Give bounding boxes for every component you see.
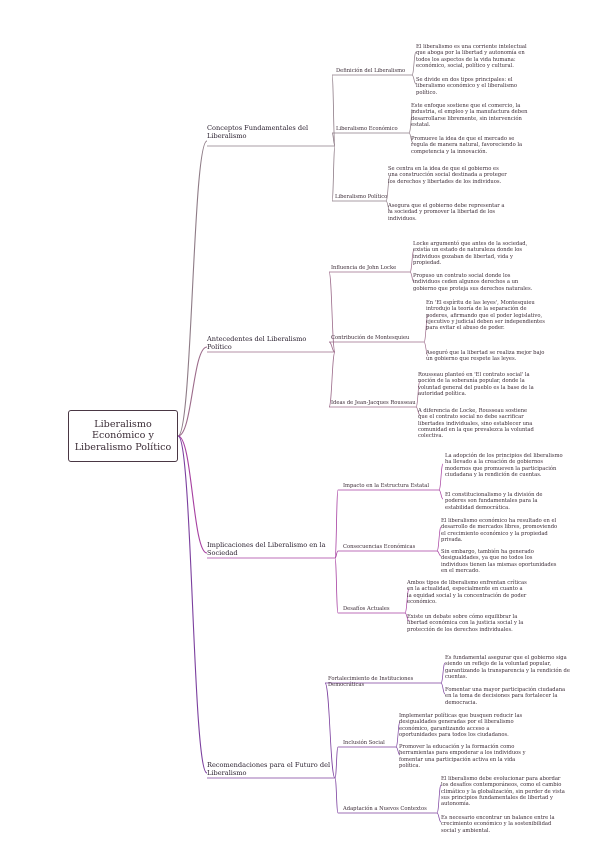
- branch-4-child-1-label[interactable]: Fortalecimiento de Instituciones Democrá…: [328, 676, 414, 689]
- branch-2-child-3-label[interactable]: Ideas de Jean-Jacques Rousseau: [331, 400, 416, 406]
- root-to-branch-3-line: [177, 435, 208, 554]
- branch-2-child-2-note-2: Aseguró que la libertad se realiza mejor…: [426, 350, 545, 363]
- branch-4-child-1-line: [324, 682, 336, 779]
- branch-2-child-3-note-1-line: [415, 380, 421, 408]
- branch-2-child-3-line: [328, 351, 336, 408]
- branch-3-title[interactable]: Implicaciones del Liberalismo en la Soci…: [207, 541, 326, 557]
- branch-3-child-2-note-2-line: [436, 550, 442, 557]
- branch-4-child-3-note-2-line: [436, 812, 442, 823]
- branch-4-child-3-label[interactable]: Adaptación a Nuevos Contextos: [343, 806, 427, 812]
- branch-3-child-3-label[interactable]: Desafíos Actuales: [343, 606, 390, 612]
- branch-3-child-3-note-1: Ambos tipos de liberalismo enfrentan crí…: [407, 580, 527, 605]
- branch-1-title[interactable]: Conceptos Fundamentales del Liberalismo: [207, 124, 309, 140]
- root-title: Liberalismo Económico y Liberalismo Polí…: [74, 418, 172, 453]
- branch-3-child-1-line: [334, 489, 339, 559]
- branch-1-child-3-label[interactable]: Liberalismo Político: [335, 194, 388, 200]
- branch-2-child-2-note-1: En 'El espíritu de las leyes', Montesqui…: [426, 300, 545, 332]
- branch-4-child-2-note-2: Promover la educación y la formación com…: [399, 744, 526, 769]
- branch-4-child-2-label[interactable]: Inclusión Social: [343, 740, 385, 746]
- branch-1-child-2-note-2: Promueve la idea de que el mercado se re…: [411, 136, 523, 155]
- branch-2-child-3-note-2-line: [415, 406, 421, 416]
- branch-1-child-1-note-2: Se divide en dos tipos principales: el l…: [416, 77, 518, 96]
- branch-1-child-1-label[interactable]: Definición del Liberalismo: [336, 68, 406, 74]
- root-to-branch-1-line: [177, 140, 208, 437]
- branch-2-child-2-label[interactable]: Contribución de Montesquieu: [331, 335, 410, 341]
- root-to-branch-4-line: [177, 435, 208, 774]
- branch-2-child-2-note-1-line: [423, 314, 429, 343]
- branch-3-child-2-note-1-line: [436, 526, 442, 552]
- branch-1-child-2-note-1: Este enfoque sostiene que el comercio, l…: [411, 103, 528, 128]
- branch-3-child-1-note-2: El constitucionalismo y la división de p…: [445, 492, 543, 511]
- branch-3-child-2-note-2: Sin embargo, también ha generado desigua…: [441, 549, 557, 574]
- branch-1-child-3-note-2-line: [385, 200, 391, 212]
- branch-1-child-1-note-1-line: [411, 51, 417, 76]
- branch-2-child-1-note-2-line: [409, 271, 415, 283]
- branch-3-child-2-line: [334, 550, 339, 559]
- branch-4-child-2-note-1: Implementar políticas que busquen reduci…: [399, 713, 523, 738]
- branch-4-child-1-note-1: Es fundamental asegurar que el gobierno …: [445, 655, 570, 680]
- branch-4-child-1-note-1-line: [440, 662, 446, 684]
- branch-1-child-2-note-1-line: [408, 109, 414, 134]
- branch-1-child-3-note-2: Asegura que el gobierno debe representar…: [388, 203, 505, 222]
- branch-2-child-1-note-1-line: [409, 249, 415, 273]
- branch-1-child-3-note-1-line: [385, 175, 391, 202]
- branch-2-child-1-label[interactable]: Influencia de John Locke: [331, 265, 397, 271]
- branch-3-child-1-note-1: La adopción de los principios del libera…: [445, 453, 563, 478]
- branch-4-child-3-note-2: Es necesario encontrar un balance entre …: [441, 815, 555, 834]
- branch-1-child-1-note-2-line: [411, 74, 417, 85]
- branch-4-child-1-note-2-line: [440, 682, 446, 695]
- branch-2-child-1-note-2: Propuso un contrato social donde los ind…: [413, 273, 533, 292]
- branch-2-child-3-note-2: A diferencia de Locke, Rousseau sostiene…: [418, 408, 534, 440]
- branch-4-title[interactable]: Recomendaciones para el Futuro del Liber…: [207, 761, 331, 777]
- branch-4-child-3-line: [334, 777, 339, 814]
- branch-2-child-2-note-2-line: [423, 341, 429, 357]
- branch-1-child-1-line: [331, 74, 336, 147]
- branch-3-child-2-note-1: El liberalismo económico ha resultado en…: [441, 518, 558, 543]
- branch-1-child-2-note-2-line: [408, 132, 414, 144]
- branch-2-child-3-note-1: Rousseau planteó en 'El contrato social'…: [418, 372, 534, 397]
- branch-3-child-1-note-2-line: [438, 489, 444, 500]
- branch-2-child-1-line: [328, 271, 336, 353]
- branch-2-child-1-note-1: Locke argumentó que antes de la sociedad…: [413, 241, 528, 266]
- branch-4-child-3-note-1: El liberalismo debe evolucionar para abo…: [441, 776, 565, 808]
- branch-3-child-3-note-2-line: [404, 612, 410, 622]
- branch-3-child-3-line: [334, 557, 339, 614]
- branch-2-title[interactable]: Antecedentes del Liberalismo Político: [207, 335, 307, 351]
- branch-4-child-1-note-2: Fomentar una mayor participación ciudada…: [445, 687, 566, 706]
- branch-3-child-2-label[interactable]: Consecuencias Económicas: [343, 544, 416, 550]
- branch-3-child-1-label[interactable]: Impacto en la Estructura Estatal: [343, 483, 429, 489]
- branch-4-child-2-note-2-line: [395, 746, 401, 756]
- branch-3-child-3-note-2: Existe un debate sobre cómo equilibrar l…: [407, 614, 524, 633]
- root-node[interactable]: Liberalismo Económico y Liberalismo Polí…: [68, 410, 178, 462]
- branch-1-child-2-label[interactable]: Liberalismo Económico: [336, 126, 398, 132]
- root-to-branch-2-line: [177, 346, 208, 437]
- branch-1-child-1-note-1: El liberalismo es una corriente intelect…: [416, 44, 527, 69]
- branch-3-child-3-note-1-line: [404, 588, 410, 614]
- branch-4-child-2-note-1-line: [395, 721, 401, 748]
- branch-1-child-3-line: [331, 145, 336, 202]
- branch-3-child-1-note-1-line: [438, 463, 444, 491]
- branch-4-child-2-line: [334, 746, 339, 779]
- branch-1-child-3-note-1: Se centra en la idea de que el gobierno …: [388, 166, 507, 185]
- branch-4-child-3-note-1-line: [436, 784, 442, 814]
